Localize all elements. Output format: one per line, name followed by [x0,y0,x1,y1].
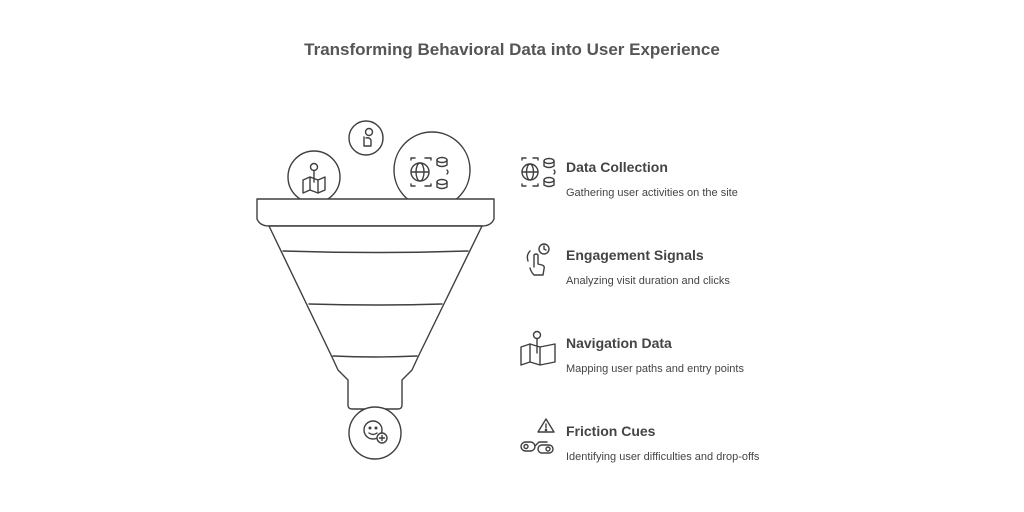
item-description: Identifying user difficulties and drop-o… [566,451,760,463]
globe-database-icon [521,157,556,188]
touch-input-icon [348,120,384,156]
map-input-icon [287,150,341,204]
diagram-title: Transforming Behavioral Data into User E… [304,40,720,59]
item-description: Gathering user activities on the site [566,187,738,199]
item-label: Engagement Signals [566,247,704,263]
funnel-rim [256,198,495,227]
item-label: Navigation Data [566,335,672,351]
warning-chain-icon [520,418,555,454]
item-description: Analyzing visit duration and clicks [566,275,730,287]
map-pin-icon [520,330,556,366]
smiley-output-icon [348,406,402,460]
item-label: Friction Cues [566,423,656,439]
funnel-body [268,225,483,410]
touch-clock-icon [526,243,550,276]
item-description: Mapping user paths and entry points [566,363,744,375]
item-label: Data Collection [566,159,668,175]
globe-database-input-icon [393,131,471,209]
